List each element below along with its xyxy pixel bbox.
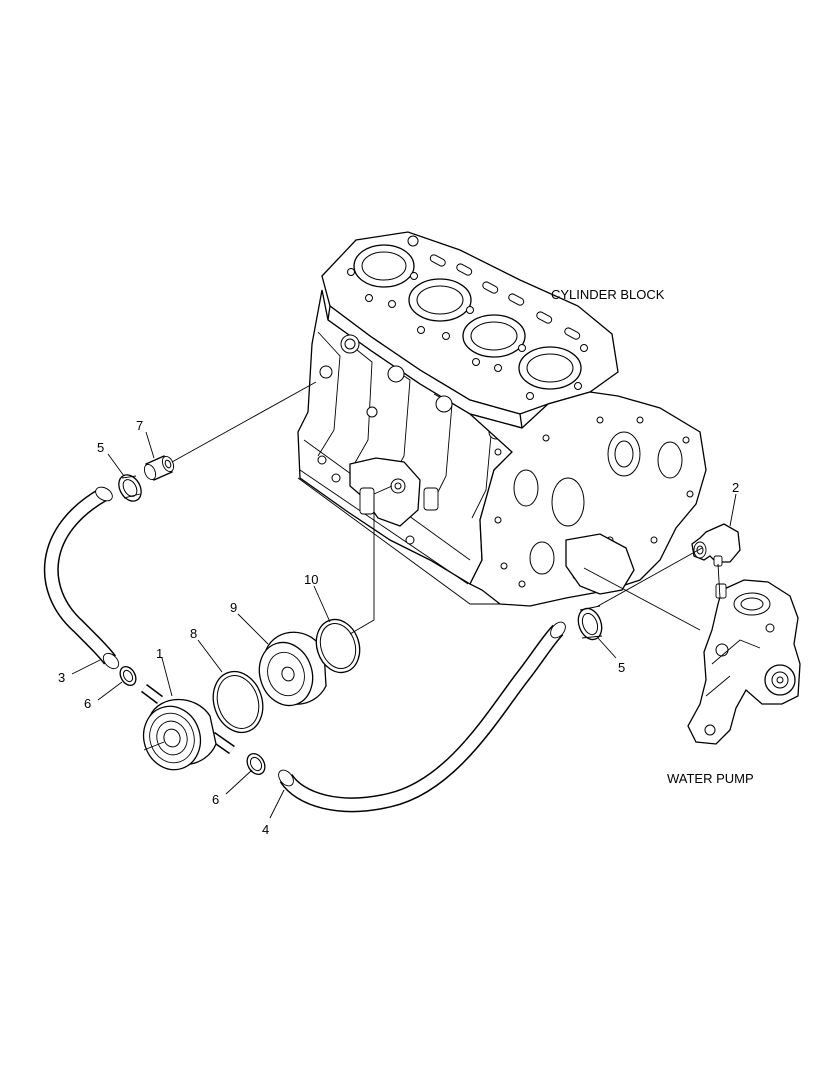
callout-6-upper: 6 [84,696,91,711]
assembly-lines [171,381,721,635]
part-1-oil-cooler [141,684,235,771]
callout-9: 9 [230,600,237,615]
callouts: 1 2 3 4 5 5 6 6 7 8 9 10 [58,418,739,837]
part-4-hose [278,621,566,813]
callout-1: 1 [156,646,163,661]
callout-8: 8 [190,626,197,641]
part-7-pipe-nipple [143,455,175,481]
callout-3: 3 [58,670,65,685]
leader-lines [71,431,737,819]
water-pump [687,579,801,745]
callout-6-lower: 6 [212,792,219,807]
part-3-hose [43,486,120,670]
part-9-cover-disc [258,631,327,707]
part-6-clamp-upper [119,666,137,686]
part-6-clamp-lower [246,753,266,775]
cylinder-block [297,231,707,607]
part-5-hose-clamp-upper [118,474,142,502]
label-water-pump: WATER PUMP [667,771,754,786]
callout-7: 7 [136,418,143,433]
callout-2: 2 [732,480,739,495]
label-cylinder-block: CYLINDER BLOCK [551,287,665,302]
part-5-hose-clamp-lower [577,605,603,641]
callout-5-upper: 5 [97,440,104,455]
part-2-elbow-fitting [691,523,741,567]
callout-10: 10 [304,572,318,587]
callout-4: 4 [262,822,269,837]
part-10-o-ring [315,618,361,674]
part-8-o-ring [212,670,264,734]
callout-5-lower: 5 [618,660,625,675]
